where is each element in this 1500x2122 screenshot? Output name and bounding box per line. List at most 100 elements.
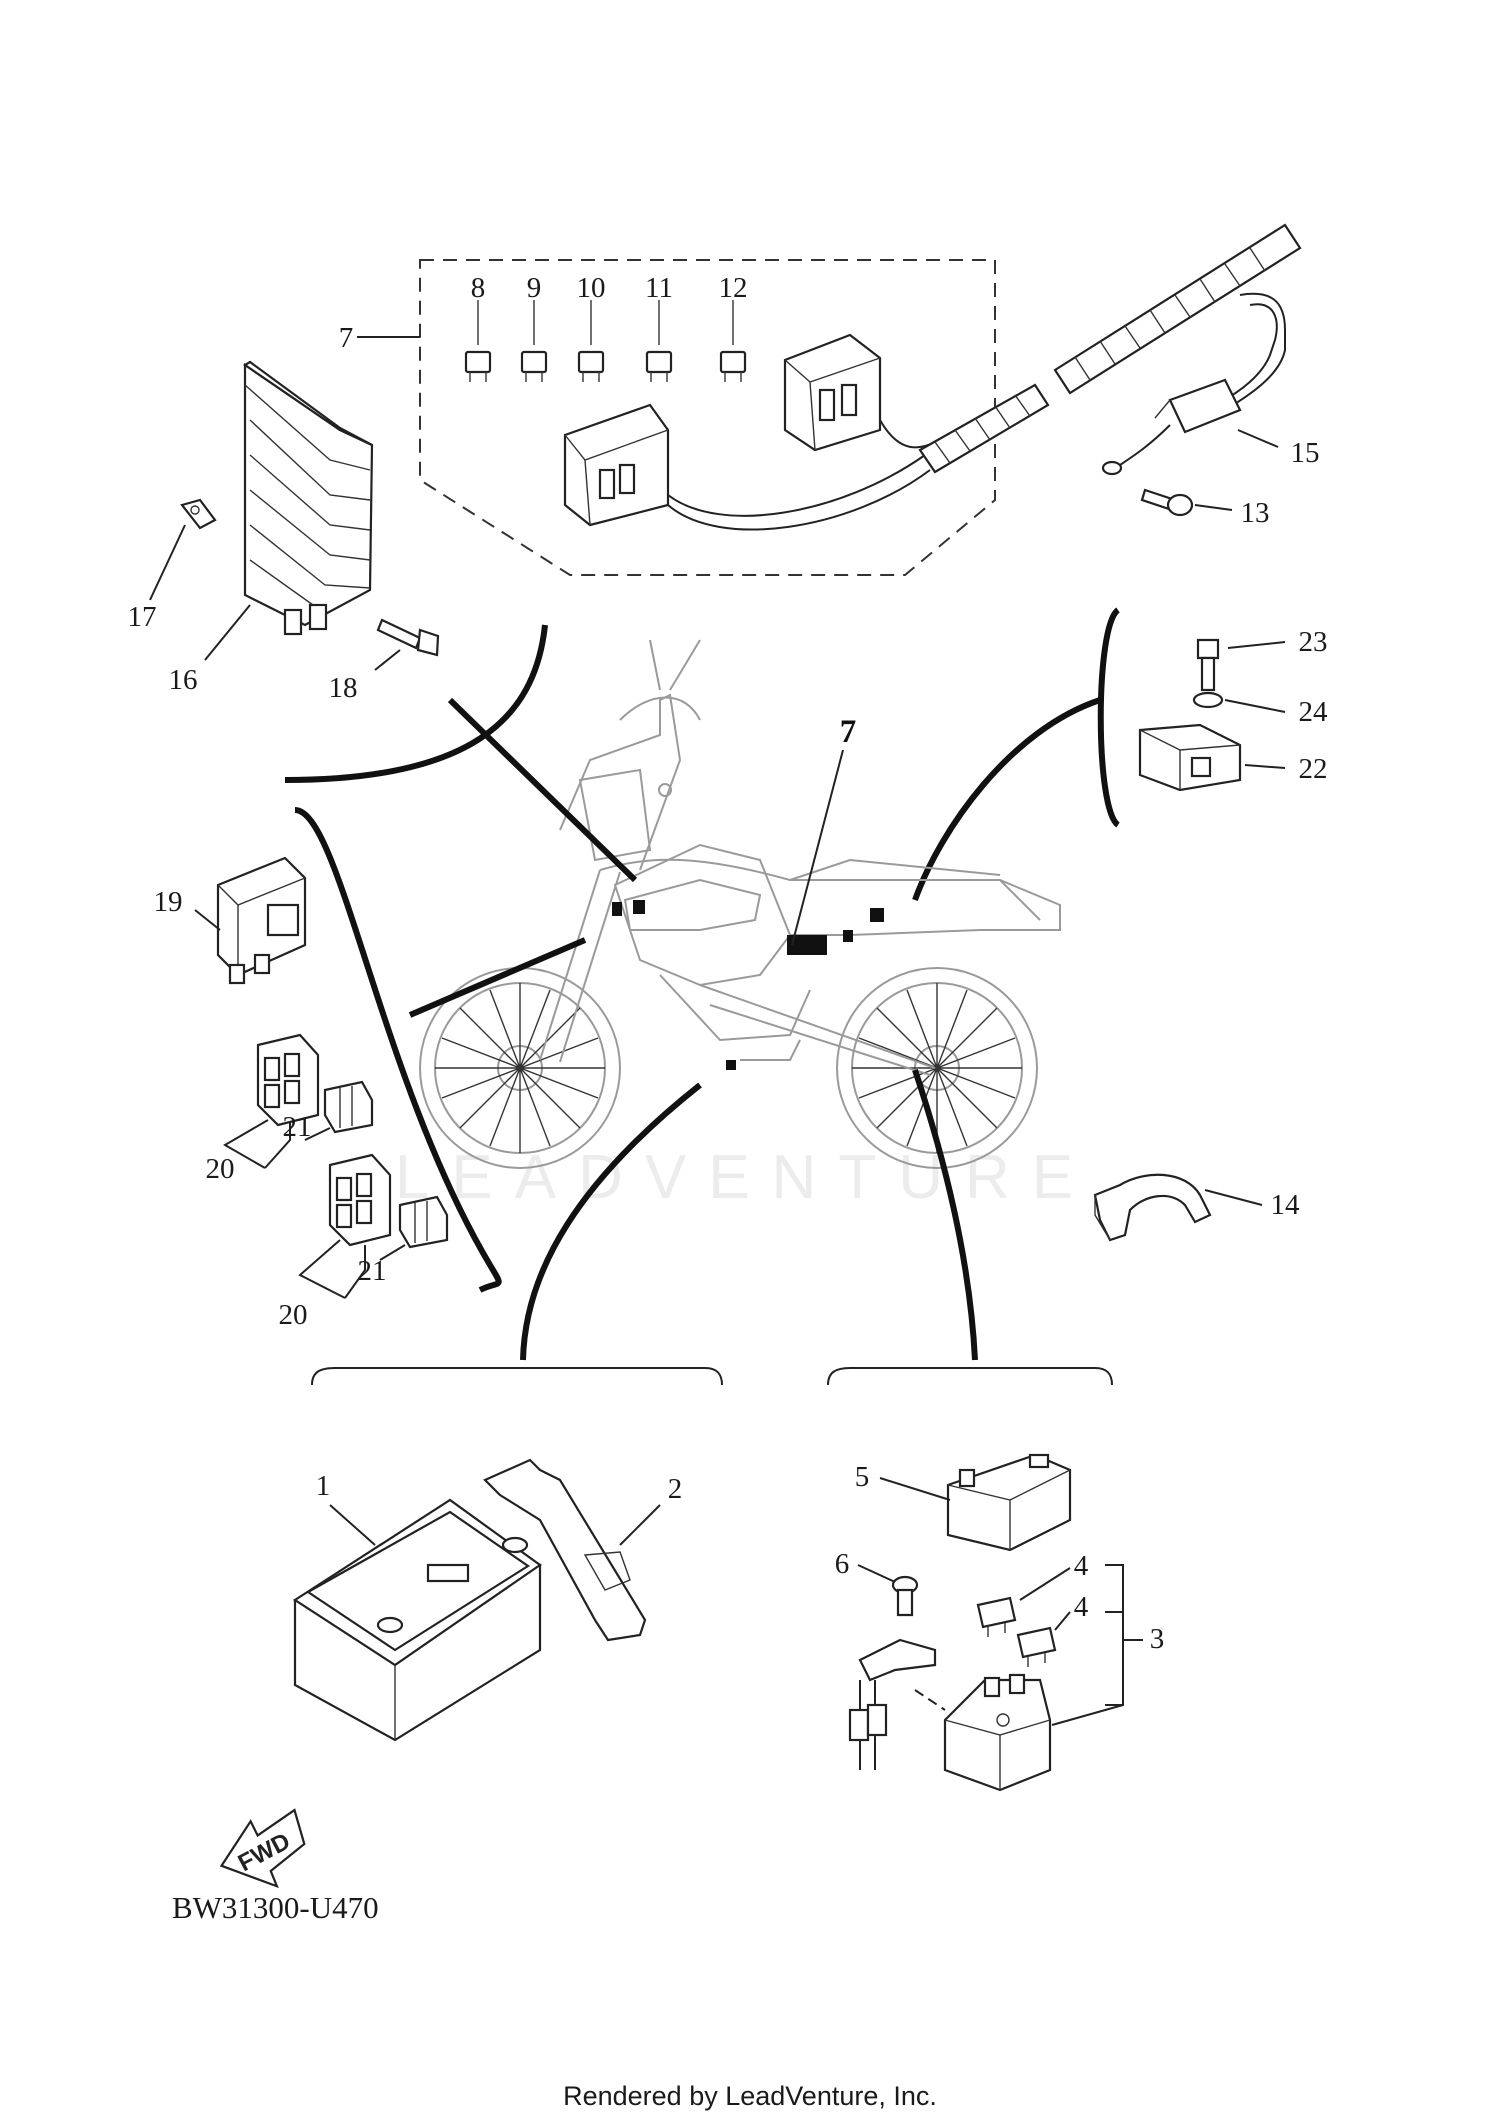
callout-number: 14: [1271, 1189, 1301, 1221]
callout-number: 21: [358, 1255, 387, 1287]
leader-line-23: [1227, 641, 1286, 649]
fuse-4b: [1016, 1626, 1057, 1667]
connector-21b: [398, 1195, 449, 1249]
leader-line-21a: [304, 1127, 331, 1141]
leader-line-24: [1224, 699, 1286, 713]
callout-number: 18: [329, 672, 358, 704]
terminal-wires: [848, 1638, 946, 1770]
leader-line-14: [1204, 1189, 1263, 1206]
callout-number: 6: [835, 1548, 850, 1580]
bolt-23: [1196, 638, 1220, 692]
leader-line-20b: [298, 1239, 366, 1299]
battery-group-bracket: [311, 1367, 723, 1386]
callout-line-regulator: [447, 697, 638, 883]
fuse-11: [645, 300, 673, 382]
wire-harness-spiral: [918, 223, 1302, 474]
leader-line-13: [1194, 504, 1233, 511]
sensor-22: [1138, 723, 1242, 792]
wire: [1224, 292, 1286, 411]
dashed-group-outline: [419, 259, 996, 576]
leader-line-3: [1051, 1704, 1124, 1726]
rectifier-regulator-group: [149, 360, 548, 783]
wire: [667, 469, 931, 531]
callout-number: 5: [855, 1461, 870, 1493]
leader-line-15: [1237, 429, 1279, 448]
callout-line-relays: [408, 937, 587, 1018]
component-marker: [633, 900, 645, 914]
leader-line-4b: [1054, 1611, 1071, 1631]
leader-line-19: [194, 909, 221, 931]
leader-line-16: [204, 604, 251, 661]
starter-relay-3: [943, 1673, 1052, 1792]
callout-bracket-sensor: [1097, 607, 1121, 828]
callout-number: 22: [1299, 753, 1328, 785]
callout-line-battery: [520, 1082, 702, 1361]
fuse-9: [520, 300, 548, 382]
callout-number: 12: [719, 272, 748, 304]
relay-cover-5: [946, 1453, 1072, 1552]
washer-24: [1192, 691, 1224, 709]
leader-line-4a: [1019, 1567, 1071, 1601]
callout-number: 16: [169, 664, 198, 696]
leader-line-1: [329, 1504, 376, 1546]
callout-number: 20: [279, 1299, 308, 1331]
wire-harness-group: [357, 223, 1302, 576]
battery-strap-2: [483, 1458, 647, 1642]
relay-19: [216, 856, 307, 985]
component-marker: [612, 902, 622, 916]
wire: [1219, 303, 1278, 403]
bolt-6: [891, 1575, 919, 1617]
starter-group-bracket: [827, 1367, 1113, 1386]
callout-number: 24: [1299, 696, 1329, 728]
watermark-text: LEADVENTURE: [395, 1143, 1095, 1212]
callout-number: 23: [1299, 626, 1328, 658]
callout-number: 3: [1150, 1623, 1165, 1655]
component-marker: [870, 908, 884, 922]
callout-number: 1: [316, 1470, 331, 1502]
wire: [667, 454, 926, 517]
callout-number: 17: [128, 601, 157, 633]
callout-number: 2: [668, 1473, 683, 1505]
leader-line-2: [619, 1504, 661, 1546]
callout-number: 13: [1241, 497, 1270, 529]
callout-number: 9: [527, 272, 542, 304]
leader-line-22: [1244, 764, 1286, 769]
callout-line-starter: [912, 1069, 978, 1361]
forward-arrow-icon: [219, 1808, 306, 1889]
callout-number: 21: [283, 1111, 312, 1143]
callout-number: 4: [1074, 1591, 1089, 1623]
diagram-code: BW31300-U470: [172, 1890, 379, 1925]
clamp-14: [1093, 1173, 1263, 1242]
sensor-group: [912, 607, 1286, 902]
leader-line-21b: [379, 1244, 406, 1261]
connector-15: [1101, 378, 1242, 476]
callout-number: 15: [1291, 437, 1320, 469]
leader-line-20a: [223, 1119, 291, 1169]
callout-number: 20: [206, 1153, 235, 1185]
callout-line-sensor: [912, 697, 1101, 902]
footer-credit: Rendered by LeadVenture, Inc.: [563, 2081, 937, 2111]
component-marker: [787, 935, 827, 955]
callout-number: 4: [1074, 1550, 1089, 1582]
connector-21a: [323, 1080, 374, 1134]
leader-line-6: [857, 1564, 896, 1583]
bolt-18: [376, 618, 440, 657]
leader-line-5: [879, 1477, 951, 1501]
bracket-3: [1105, 1564, 1143, 1706]
callout-number: 11: [645, 272, 673, 304]
motorcycle-illustration: [419, 639, 1061, 1169]
component-marker: [726, 1060, 736, 1070]
fuse-10: [577, 300, 605, 382]
callout-bracket-regulator: [284, 624, 548, 783]
callout-number: 10: [577, 272, 606, 304]
fuse-box-upper: [783, 333, 882, 452]
leader-line-18: [374, 649, 401, 671]
fuse-8: [464, 300, 492, 382]
relay-socket-20a: [256, 1033, 320, 1127]
battery-1: [292, 1498, 542, 1742]
screw-13: [1140, 488, 1194, 517]
fuse-4a: [976, 1596, 1017, 1637]
callout-number: 7: [339, 322, 354, 354]
component-marker: [843, 930, 853, 942]
